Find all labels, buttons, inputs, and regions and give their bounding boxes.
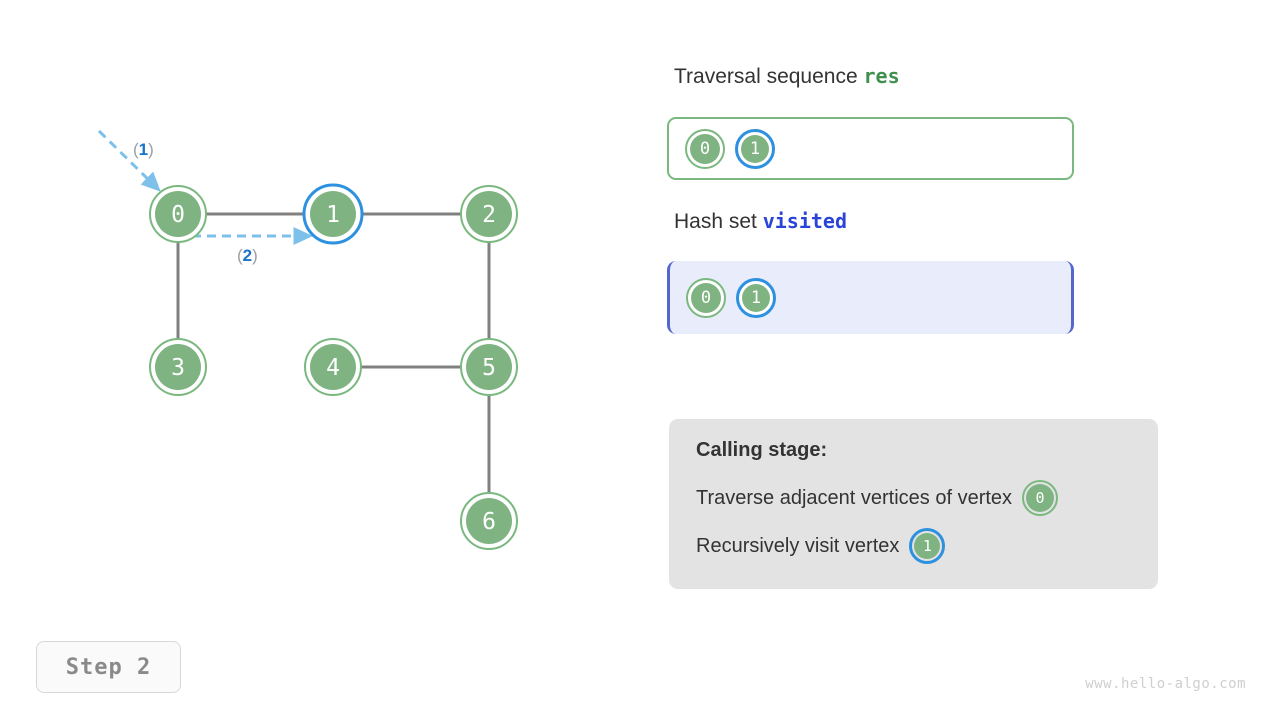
- traversal-sequence-title: Traversal sequence res: [674, 64, 900, 89]
- graph-node-5[interactable]: 5: [460, 338, 518, 396]
- calling-stage-line-2-badge: 1: [909, 528, 946, 564]
- arrow-2-paren-close: ): [252, 246, 258, 265]
- visited-item-0[interactable]: 0: [686, 277, 726, 318]
- res-item-0[interactable]: 0: [685, 128, 725, 169]
- node-0-label: 0: [171, 202, 185, 228]
- calling-stage-line-1: Traverse adjacent vertices of vertex 0: [696, 480, 1158, 516]
- arrow-2-label: (2): [237, 246, 258, 265]
- visited-item-0-label: 0: [691, 282, 721, 313]
- traversal-sequence-title-prefix: Traversal sequence: [674, 65, 864, 88]
- node-6-disc: [466, 498, 512, 544]
- graph-node-0[interactable]: 0: [149, 185, 207, 243]
- calling-stage-line-2-badge-label: 1: [914, 533, 941, 559]
- calling-stage-line-1-text: Traverse adjacent vertices of vertex: [696, 486, 1013, 509]
- calling-stage-line-1-badge-label: 0: [1026, 484, 1055, 512]
- node-4-label: 4: [326, 355, 340, 381]
- node-4-disc: [310, 344, 356, 390]
- hash-set-title-prefix: Hash set: [674, 210, 763, 233]
- node-0-disc: [155, 191, 201, 237]
- traversal-sequence-code: res: [863, 64, 900, 88]
- calling-stage-line-2-badge-ring: [909, 528, 946, 564]
- arrow-1-label: (1): [133, 140, 154, 159]
- graph-node-6[interactable]: 6: [460, 492, 518, 550]
- node-5-disc: [466, 344, 512, 390]
- traversal-arrows: [97, 129, 313, 245]
- arrow-1-paren-close: ): [148, 140, 154, 159]
- hash-set-code: visited: [762, 209, 848, 233]
- watermark: www.hello-algo.com: [1085, 676, 1246, 692]
- calling-stage-line-2: Recursively visit vertex 1: [696, 528, 1158, 564]
- calling-stage-box: Calling stage: Traverse adjacent vertice…: [669, 419, 1158, 589]
- calling-stage-line-1-badge: 0: [1022, 480, 1059, 516]
- info-panel: Traversal sequence res 0 1 Hash set visi…: [660, 0, 1280, 720]
- arrow-2-digit: 2: [243, 246, 252, 265]
- graph-node-4[interactable]: 4: [304, 338, 362, 396]
- node-5-label: 5: [482, 355, 496, 381]
- res-item-1-label: 1: [741, 134, 769, 163]
- arrow-1-line: [97, 129, 161, 192]
- visited-item-1-label: 1: [742, 283, 770, 312]
- step-badge: Step 2: [36, 641, 181, 693]
- arrow-step-labels: (1) (2): [133, 140, 258, 265]
- calling-stage-line-2-text: Recursively visit vertex: [696, 534, 900, 557]
- res-item-0-label: 0: [690, 133, 720, 164]
- graph-nodes: 0 1 2 3 4: [149, 183, 518, 550]
- node-3-label: 3: [171, 355, 185, 381]
- graph-node-2[interactable]: 2: [460, 185, 518, 243]
- arrow-2-paren-open: (: [237, 246, 243, 265]
- node-6-label: 6: [482, 509, 496, 535]
- graph-edges: [176, 212, 491, 494]
- calling-stage-heading: Calling stage:: [696, 439, 828, 461]
- node-2-label: 2: [482, 202, 496, 228]
- arrow-1-paren-open: (: [133, 140, 139, 159]
- graph-panel: (1) (2) 0 1 2: [0, 0, 640, 620]
- graph-node-1[interactable]: 1: [302, 183, 364, 245]
- traversal-sequence-box: 0 1: [667, 117, 1074, 180]
- arrow-1-digit: 1: [139, 140, 148, 159]
- visited-item-1[interactable]: 1: [736, 277, 776, 318]
- res-item-1[interactable]: 1: [735, 128, 775, 169]
- node-2-disc: [466, 191, 512, 237]
- node-1-disc: [310, 191, 356, 237]
- graph-node-3[interactable]: 3: [149, 338, 207, 396]
- graph-canvas: (1) (2) 0 1 2: [97, 129, 518, 550]
- calling-stage-line-1-badge-ring: [1022, 480, 1059, 516]
- hash-set-box: 0 1: [667, 261, 1074, 334]
- node-1-label: 1: [326, 202, 340, 228]
- hash-set-title: Hash set visited: [674, 209, 847, 234]
- node-3-disc: [155, 344, 201, 390]
